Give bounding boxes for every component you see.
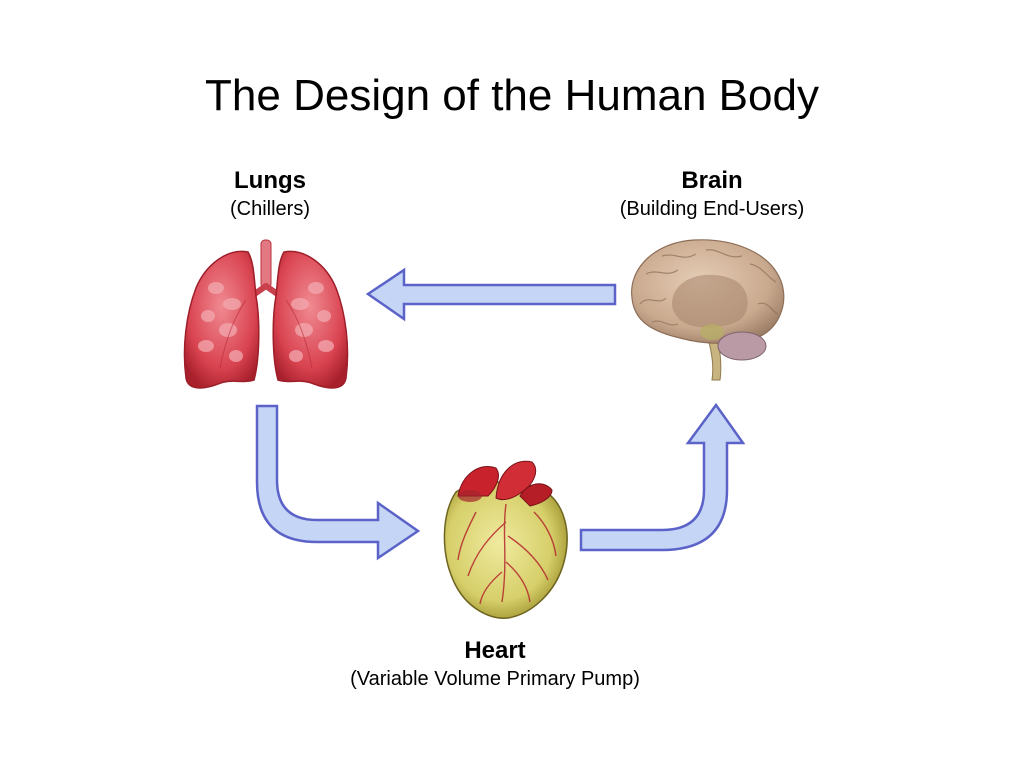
heart-name: Heart [464, 637, 526, 664]
brain-label: Brain (Building End-Users) [582, 166, 842, 222]
heart-role: (Variable Volume Primary Pump) [350, 668, 640, 690]
lungs-name: Lungs [234, 167, 306, 194]
lungs-label: Lungs (Chillers) [170, 166, 370, 222]
lungs-role: (Chillers) [230, 198, 310, 220]
lungs-image [183, 239, 349, 389]
arrow-lungs-to-heart [255, 404, 421, 561]
heart-label: Heart (Variable Volume Primary Pump) [300, 636, 690, 692]
arrow-brain-to-lungs [365, 267, 617, 322]
brain-image [631, 239, 785, 381]
arrow-heart-to-brain [579, 402, 746, 552]
heart-image [443, 460, 568, 619]
brain-name: Brain [681, 167, 743, 194]
brain-role: (Building End-Users) [619, 198, 805, 220]
slide-title: The Design of the Human Body [205, 71, 819, 120]
